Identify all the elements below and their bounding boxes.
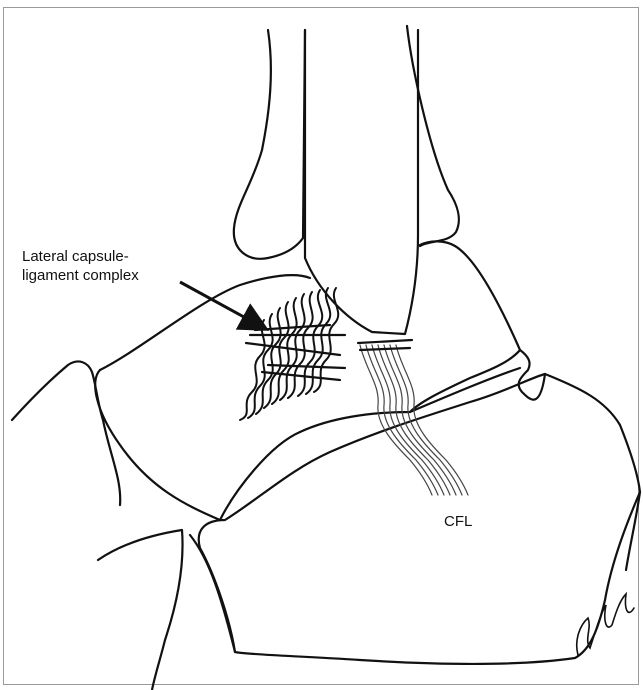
posterior-lower-outline <box>98 530 183 690</box>
lateral-label-line2: ligament complex <box>22 266 139 285</box>
heel-base-outline <box>190 535 235 652</box>
talus-outline <box>95 370 300 520</box>
fibula-bone <box>234 30 305 259</box>
lateral-label-line1: Lateral capsule- <box>22 247 139 266</box>
cfl-label: CFL <box>444 512 472 531</box>
lateral-complex-label: Lateral capsule- ligament complex <box>22 247 139 285</box>
forefoot-outline <box>626 492 640 570</box>
tibia-bone <box>407 26 459 246</box>
lateral-malleolus <box>305 30 418 334</box>
calcaneus-bone <box>199 374 640 664</box>
pointer-arrow <box>180 282 264 328</box>
posterior-bone-outline <box>12 361 120 505</box>
